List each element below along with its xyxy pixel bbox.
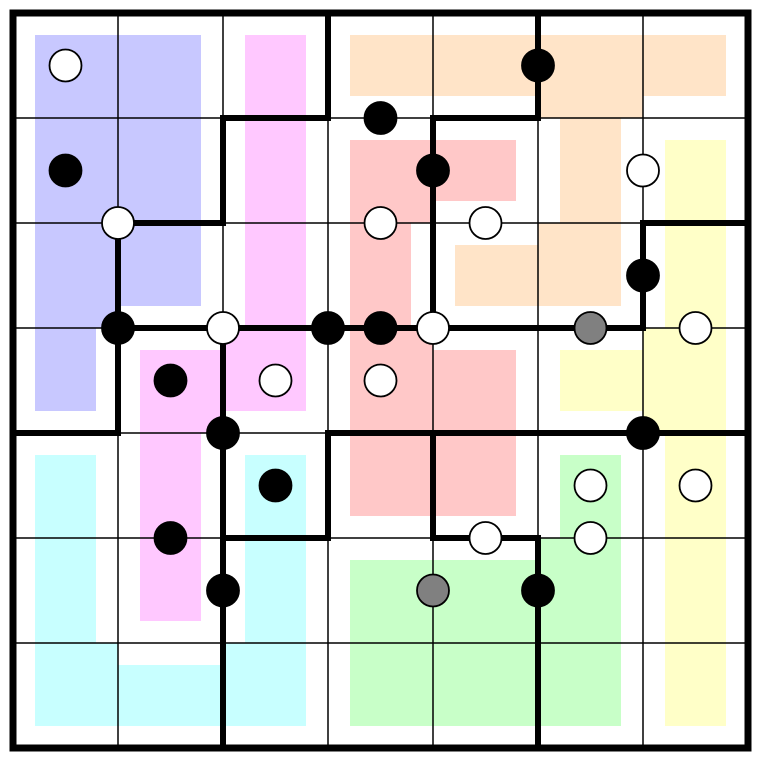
thick-wall bbox=[220, 430, 751, 541]
black-circle[interactable] bbox=[626, 416, 660, 450]
black-circle[interactable] bbox=[521, 48, 555, 83]
white-circle[interactable] bbox=[101, 206, 135, 240]
white-circle[interactable] bbox=[258, 363, 293, 398]
region-cell bbox=[35, 538, 96, 643]
region-cell bbox=[538, 223, 621, 306]
region-cell bbox=[118, 665, 223, 726]
regions-layer bbox=[35, 35, 726, 726]
region-pink bbox=[140, 35, 306, 621]
region-cell bbox=[433, 643, 538, 726]
region-cell bbox=[350, 223, 411, 328]
black-circle[interactable] bbox=[363, 311, 398, 345]
black-circle[interactable] bbox=[258, 468, 293, 503]
region-cell bbox=[433, 560, 538, 643]
black-circle[interactable] bbox=[521, 573, 555, 608]
region-cell bbox=[538, 643, 621, 726]
region-cell bbox=[223, 643, 306, 726]
region-cell bbox=[665, 538, 726, 643]
white-circle[interactable] bbox=[573, 521, 608, 555]
region-cell bbox=[665, 643, 726, 726]
region-cell bbox=[350, 643, 433, 726]
region-cell bbox=[35, 643, 118, 726]
region-yellow bbox=[560, 140, 726, 726]
black-circle[interactable] bbox=[626, 258, 660, 293]
region-cell bbox=[433, 433, 516, 516]
black-circle[interactable] bbox=[206, 416, 240, 450]
white-circle[interactable] bbox=[416, 311, 450, 345]
region-cell bbox=[665, 140, 726, 223]
black-circle[interactable] bbox=[101, 311, 135, 345]
region-green bbox=[350, 455, 621, 726]
region-cell bbox=[245, 223, 306, 328]
thick-wall bbox=[10, 10, 331, 436]
region-cyan bbox=[35, 455, 306, 726]
region-cell bbox=[245, 538, 306, 643]
black-circle[interactable] bbox=[311, 311, 345, 345]
region-cell bbox=[35, 223, 118, 328]
region-orange bbox=[350, 35, 726, 306]
region-cell bbox=[245, 35, 306, 118]
region-cell bbox=[245, 118, 306, 223]
region-cell bbox=[350, 560, 433, 643]
black-circle[interactable] bbox=[416, 153, 450, 188]
white-circle[interactable] bbox=[678, 311, 713, 345]
region-cell bbox=[118, 223, 201, 306]
region-cell bbox=[455, 245, 538, 306]
region-cell bbox=[560, 118, 621, 223]
white-circle[interactable] bbox=[48, 48, 83, 83]
black-circle[interactable] bbox=[48, 153, 83, 188]
white-circle[interactable] bbox=[468, 206, 503, 240]
gray-circle[interactable] bbox=[573, 311, 608, 345]
white-circle[interactable] bbox=[678, 468, 713, 503]
white-circle[interactable] bbox=[363, 206, 398, 240]
region-cell bbox=[643, 35, 726, 96]
region-cell bbox=[350, 140, 433, 223]
outer-border bbox=[9, 9, 752, 752]
white-circle[interactable] bbox=[363, 363, 398, 398]
region-cell bbox=[350, 35, 433, 96]
white-circle[interactable] bbox=[573, 468, 608, 503]
region-cell bbox=[140, 433, 201, 538]
circles-layer bbox=[48, 48, 713, 608]
region-cell bbox=[560, 350, 643, 411]
black-circle[interactable] bbox=[363, 101, 398, 135]
region-cell bbox=[35, 455, 96, 538]
white-circle[interactable] bbox=[626, 153, 660, 188]
region-cell bbox=[118, 35, 201, 118]
region-cell bbox=[35, 328, 96, 411]
black-circle[interactable] bbox=[153, 363, 188, 398]
black-circle[interactable] bbox=[206, 573, 240, 608]
black-circle[interactable] bbox=[153, 521, 188, 555]
region-cell bbox=[433, 35, 538, 96]
region-cell bbox=[643, 328, 726, 433]
gray-circle[interactable] bbox=[416, 573, 450, 608]
region-cell bbox=[118, 118, 201, 223]
region-cell bbox=[538, 35, 643, 118]
region-blue bbox=[35, 35, 201, 411]
white-circle[interactable] bbox=[468, 521, 503, 555]
region-cell bbox=[350, 433, 433, 516]
region-cell bbox=[433, 350, 516, 433]
region-cell bbox=[665, 223, 726, 328]
white-circle[interactable] bbox=[206, 311, 240, 345]
